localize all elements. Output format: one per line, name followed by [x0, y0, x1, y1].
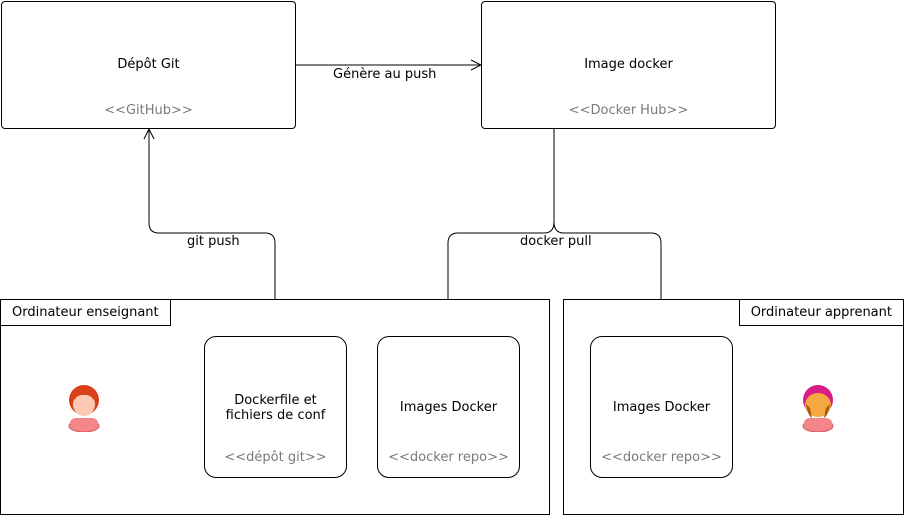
- docker-pull-arrow-teacher: [448, 129, 555, 336]
- docker-image-title: Image docker: [584, 57, 673, 72]
- generates-label: Génère au push: [331, 67, 439, 82]
- docker-image-stereotype: <<Docker Hub>>: [568, 103, 689, 118]
- git-push-arrow: [149, 129, 276, 336]
- images-docker-learner-stereotype: <<docker repo>>: [601, 450, 722, 465]
- images-docker-teacher-title: Images Docker: [399, 400, 498, 415]
- images-docker-teacher-stereotype: <<docker repo>>: [388, 450, 509, 465]
- git-push-label: git push: [185, 234, 242, 249]
- docker-pull-arrow-learner: [553, 221, 661, 336]
- images-docker-learner-title: Images Docker: [612, 400, 711, 415]
- dockerfile-stereotype: <<dépôt git>>: [224, 450, 327, 465]
- images-docker-teacher-node[interactable]: Images Docker <<docker repo>>: [377, 336, 520, 478]
- learner-computer-label: Ordinateur apprenant: [738, 299, 904, 326]
- git-repo-title: Dépôt Git: [117, 57, 180, 72]
- learner-person-icon: [798, 382, 838, 433]
- teacher-person-icon: [64, 382, 104, 433]
- dockerfile-node[interactable]: Dockerfile et fichiers de conf <<dépôt g…: [204, 336, 347, 478]
- docker-image-node[interactable]: Image docker <<Docker Hub>>: [481, 1, 776, 129]
- docker-pull-label: docker pull: [518, 234, 594, 249]
- teacher-computer-label: Ordinateur enseignant: [0, 299, 171, 326]
- git-repo-stereotype: <<GitHub>>: [104, 103, 193, 118]
- git-repo-node[interactable]: Dépôt Git <<GitHub>>: [1, 1, 296, 129]
- dockerfile-title: Dockerfile et fichiers de conf: [225, 393, 326, 423]
- images-docker-learner-node[interactable]: Images Docker <<docker repo>>: [590, 336, 733, 478]
